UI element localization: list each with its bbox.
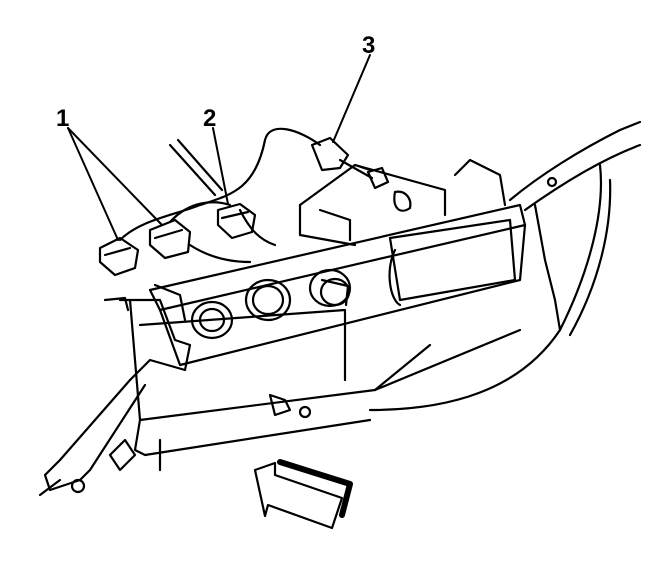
callout-2: 2 [203,105,216,132]
connector-1a [98,236,140,277]
leader-lines [67,54,371,241]
mounting-bracket [38,283,192,497]
sensor-component [310,136,412,212]
console-side-trim [368,120,642,412]
direction-arrow-icon [253,459,353,530]
instrument-panel-front [128,203,527,422]
connector-1b [148,218,192,260]
connector-2 [216,202,257,240]
control-knob-right [308,268,352,308]
control-knob-left [190,300,234,340]
callout-3: 3 [362,32,375,59]
control-knob-center [244,278,292,322]
lower-trim-panel [133,393,372,472]
wiring-harness [118,127,322,264]
callout-1: 1 [56,105,69,132]
switch-housing [298,163,447,247]
